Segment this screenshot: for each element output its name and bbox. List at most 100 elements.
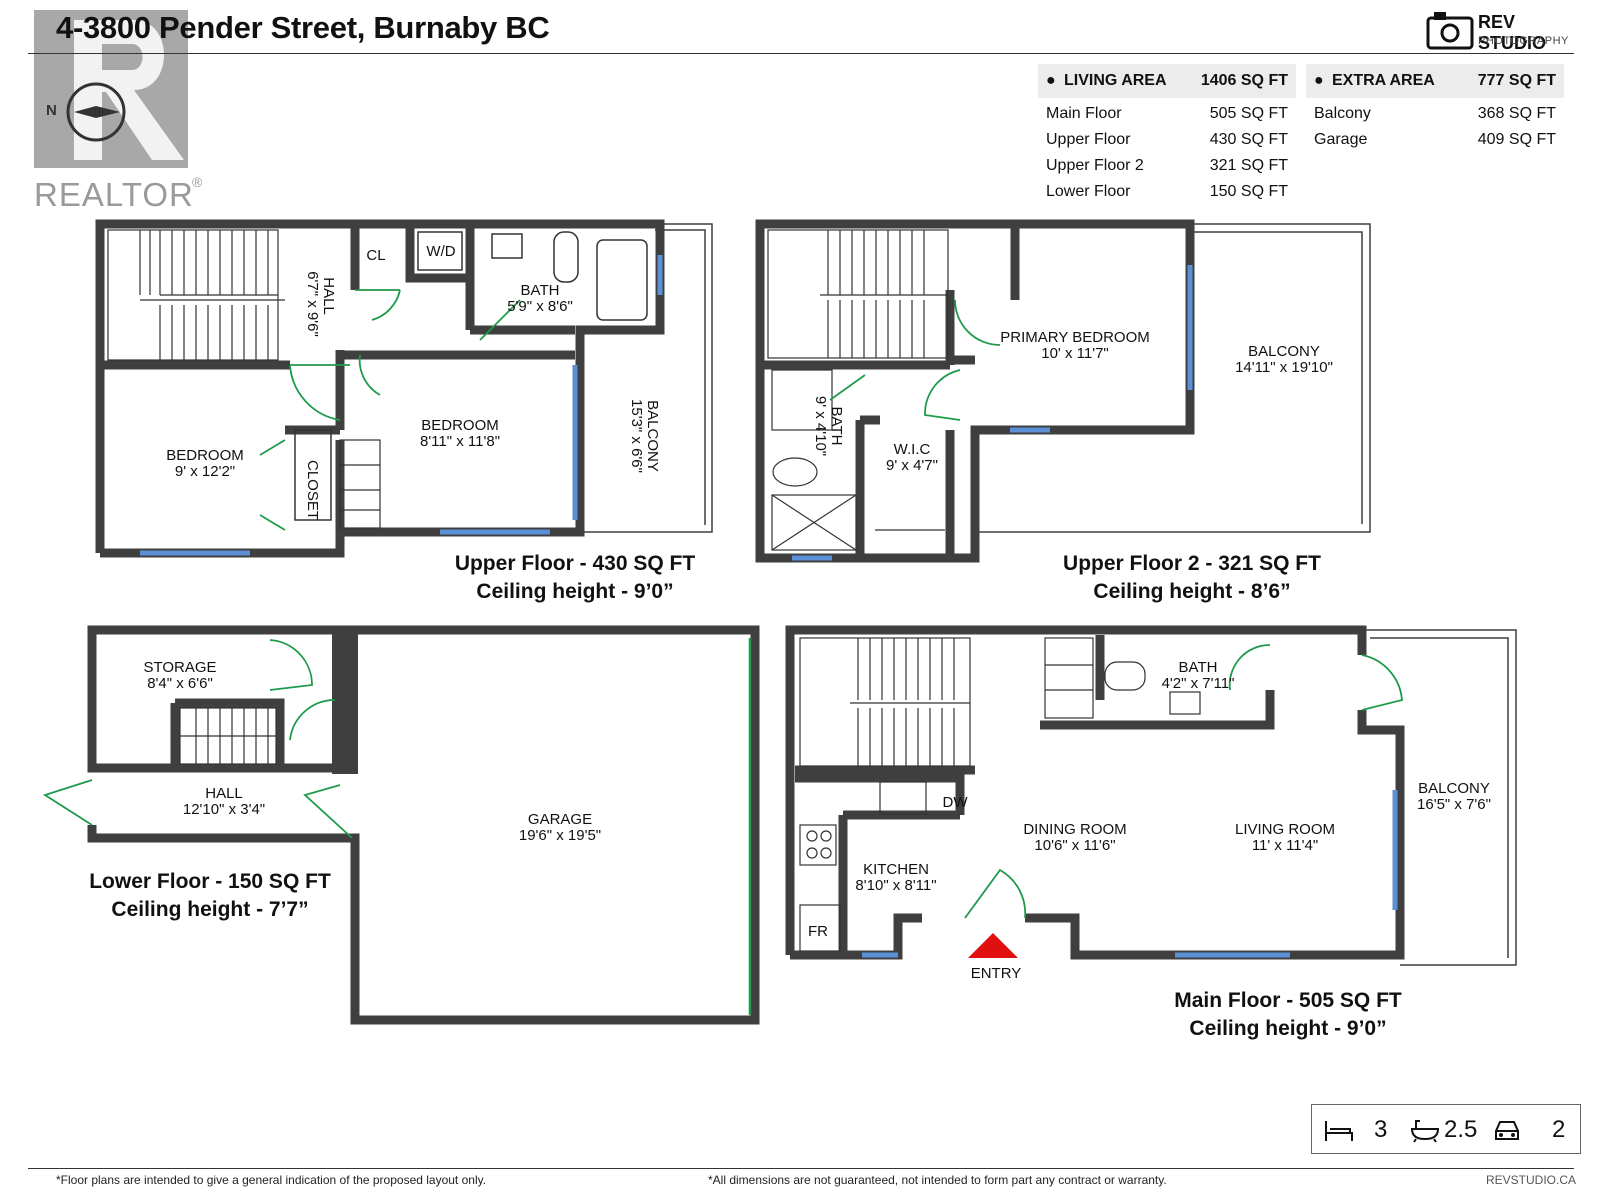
- living-area-row: Main Floor 505 SQ FT: [1038, 102, 1296, 128]
- living-area-row-value: 321 SQ FT: [1209, 157, 1288, 174]
- living-area-row-name: Lower Floor: [1046, 183, 1131, 200]
- extra-area-row-value: 409 SQ FT: [1477, 131, 1556, 148]
- walk-in-closet-dimension: 9' x 4'7": [886, 457, 938, 474]
- lower-floor-plan: STORAGE 8'4" x 6'6" HALL 12'10" x 3'4" G…: [0, 0, 770, 1030]
- extra-area-row-name: Garage: [1314, 131, 1368, 148]
- page-title: 4-3800 Pender Street, Burnaby BC: [56, 10, 550, 45]
- upper-bath-dimension: 5'9" x 8'6": [507, 298, 573, 315]
- extra-area-row: Balcony 368 SQ FT: [1306, 102, 1564, 128]
- bath-count: 2.5: [1444, 1116, 1478, 1143]
- upper-floor-2-ceiling: Ceiling height - 8’6”: [1093, 580, 1291, 603]
- main-floor-walls: [785, 625, 1517, 966]
- living-area-row-value: 430 SQ FT: [1209, 131, 1288, 148]
- living-area-table: ● LIVING AREA 1406 SQ FT Main Floor 505 S…: [1038, 64, 1296, 206]
- main-balcony-dimension: 16'5" x 7'6": [1417, 796, 1491, 813]
- living-area-label: LIVING AREA: [1064, 72, 1167, 89]
- realtor-reg-mark: ®: [192, 174, 203, 190]
- main-floor-ceiling: Ceiling height - 9’0”: [1189, 1017, 1387, 1040]
- living-area-row-name: Upper Floor: [1046, 131, 1131, 148]
- extra-area-total: 777 SQ FT: [1477, 72, 1556, 89]
- lower-hall-dimension: 12'10" x 3'4": [182, 801, 266, 818]
- footer-site: REVSTUDIO.CA: [1486, 1173, 1577, 1187]
- upper-floor-ceiling: Ceiling height - 9’0”: [476, 580, 674, 603]
- main-floor-area: Main Floor - 505 SQ FT: [1174, 989, 1402, 1012]
- property-stats: 3 2.5 2: [1311, 1104, 1581, 1154]
- main-floor-plan: BATH 4'2" x 7'11" DW DINING ROOM 10'6" x…: [785, 625, 1517, 1043]
- camera-icon: [1426, 12, 1474, 50]
- upper2-balcony-label: BALCONY: [1248, 343, 1320, 360]
- upper-floor-2-walls: [755, 219, 1371, 563]
- storage-label: STORAGE: [143, 659, 217, 676]
- footer-divider: [28, 1168, 1574, 1169]
- upper-washer-dryer-label: W/D: [426, 243, 456, 260]
- lower-hall-label: HALL: [205, 785, 243, 802]
- extra-area-table: ● EXTRA AREA 777 SQ FT Balcony 368 SQ FT G…: [1306, 64, 1564, 154]
- car-icon: [1495, 1121, 1519, 1140]
- extra-area-row-name: Balcony: [1314, 105, 1371, 122]
- walk-in-closet-label: W.I.C: [893, 441, 931, 458]
- lower-floor-area: Lower Floor - 150 SQ FT: [89, 870, 331, 893]
- upper-bedroom-1-label: BEDROOM: [166, 447, 244, 464]
- garage-label: GARAGE: [527, 811, 593, 828]
- compass-n-label: N: [46, 102, 57, 119]
- upper-floor-caption: Upper Floor - 430 SQ FT Ceiling height -…: [455, 550, 695, 606]
- bed-count: 3: [1374, 1116, 1388, 1143]
- upper-bath-label: BATH: [520, 282, 560, 299]
- realtor-logo-icon: N: [34, 10, 188, 168]
- footer-note-middle: *All dimensions are not guaranteed, not …: [708, 1173, 1167, 1187]
- rev-studio-logo: REV STUDIO PHOTOGRAPHY: [1426, 10, 1576, 54]
- upper-floor-area: Upper Floor - 430 SQ FT: [454, 552, 696, 575]
- lower-floor-caption: Lower Floor - 150 SQ FT Ceiling height -…: [89, 868, 331, 924]
- bullet-icon: ●: [1046, 72, 1056, 89]
- living-area-row: Upper Floor 2 321 SQ FT: [1038, 154, 1296, 180]
- storage-dimension: 8'4" x 6'6": [147, 675, 213, 692]
- extra-area-row-value: 368 SQ FT: [1477, 105, 1556, 122]
- brand-name: REV STUDIO: [1478, 12, 1547, 53]
- living-area-row-value: 150 SQ FT: [1209, 183, 1288, 200]
- upper-floor-2-plan: PRIMARY BEDROOM 10' x 11'7" BALCONY 14'1…: [755, 219, 1371, 606]
- living-area-header: ● LIVING AREA 1406 SQ FT: [1038, 64, 1296, 98]
- bathtub-icon: [1410, 1120, 1440, 1143]
- bullet-icon: ●: [1314, 72, 1324, 89]
- upper2-balcony-dimension: 14'11" x 19'10": [1235, 359, 1333, 376]
- extra-area-row: Garage 409 SQ FT: [1306, 128, 1564, 154]
- living-area-row: Upper Floor 430 SQ FT: [1038, 128, 1296, 154]
- living-area-row: Lower Floor 150 SQ FT: [1038, 180, 1296, 206]
- upper-closet-label: CL: [366, 247, 386, 264]
- living-area-row-value: 505 SQ FT: [1209, 105, 1288, 122]
- extra-area-label: EXTRA AREA: [1332, 72, 1435, 89]
- upper-floor-2-caption: Upper Floor 2 - 321 SQ FT Ceiling height…: [1063, 550, 1321, 606]
- living-room-dimension: 11' x 11'4": [1251, 837, 1319, 854]
- upper-bedroom-1-dimension: 9' x 12'2": [174, 463, 236, 480]
- living-area-row-name: Main Floor: [1046, 105, 1122, 122]
- entry-label: ENTRY: [970, 965, 1022, 982]
- realtor-word: REALTOR: [34, 176, 194, 213]
- main-balcony-label: BALCONY: [1418, 780, 1490, 797]
- bed-icon: [1325, 1121, 1353, 1141]
- realtor-watermark: N REALTOR ®: [34, 10, 224, 213]
- lower-floor-walls: [42, 625, 760, 1025]
- dining-room-dimension: 10'6" x 11'6": [1034, 837, 1116, 854]
- parking-count: 2: [1552, 1116, 1566, 1143]
- upper-bedroom-2-label: BEDROOM: [421, 417, 499, 434]
- living-area-total: 1406 SQ FT: [1200, 72, 1288, 89]
- brand-subtitle: PHOTOGRAPHY: [1478, 35, 1569, 47]
- main-bath-label: BATH: [1178, 659, 1218, 676]
- living-room-label: LIVING ROOM: [1234, 821, 1336, 838]
- upper-bedroom-2-dimension: 8'11" x 11'8": [419, 433, 501, 450]
- primary-bedroom-label: PRIMARY BEDROOM: [1000, 329, 1150, 346]
- primary-bedroom-dimension: 10' x 11'7": [1041, 345, 1109, 362]
- footer-note-left: *Floor plans are intended to give a gene…: [56, 1173, 487, 1187]
- dishwasher-label: DW: [942, 794, 968, 811]
- header-divider: [28, 53, 1574, 54]
- main-floor-caption: Main Floor - 505 SQ FT Ceiling height - …: [1174, 987, 1402, 1043]
- living-area-row-name: Upper Floor 2: [1046, 157, 1144, 174]
- lower-floor-ceiling: Ceiling height - 7’7”: [111, 898, 309, 921]
- kitchen-label: KITCHEN: [863, 861, 929, 878]
- entry-triangle: [968, 933, 1018, 958]
- upper-floor-2-area: Upper Floor 2 - 321 SQ FT: [1063, 552, 1321, 575]
- garage-dimension: 19'6" x 19'5": [518, 827, 602, 844]
- kitchen-dimension: 8'10" x 8'11": [855, 877, 937, 894]
- main-bath-dimension: 4'2" x 7'11": [1161, 675, 1235, 692]
- fridge-label: FR: [808, 923, 828, 940]
